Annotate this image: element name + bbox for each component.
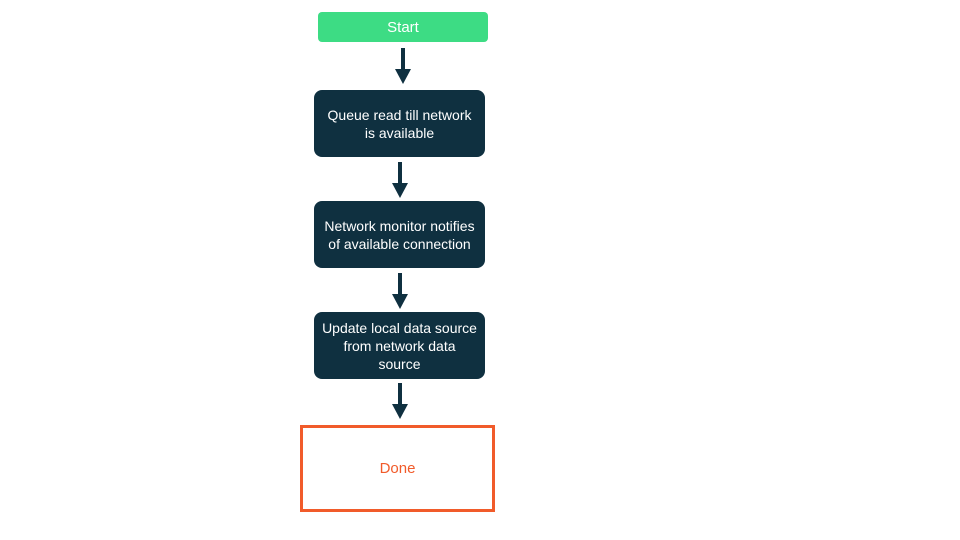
flow-node-update-local-data: Update local data source from network da… bbox=[314, 312, 485, 379]
flow-node-network-monitor-label: Network monitor notifies of available co… bbox=[324, 217, 475, 252]
flow-node-queue-read: Queue read till network is available bbox=[314, 90, 485, 157]
flow-node-queue-read-label: Queue read till network is available bbox=[327, 106, 472, 141]
flow-node-done: Done bbox=[300, 425, 495, 512]
flow-node-update-local-data-label: Update local data source from network da… bbox=[322, 319, 477, 372]
flow-node-network-monitor: Network monitor notifies of available co… bbox=[314, 201, 485, 268]
arrow-down-icon bbox=[392, 273, 408, 309]
flow-node-done-label: Done bbox=[379, 460, 416, 477]
arrow-down-icon bbox=[395, 48, 411, 84]
arrow-down-icon bbox=[392, 162, 408, 198]
flow-node-start: Start bbox=[318, 12, 488, 42]
flow-node-start-label: Start bbox=[387, 18, 419, 36]
arrow-down-icon bbox=[392, 383, 408, 419]
